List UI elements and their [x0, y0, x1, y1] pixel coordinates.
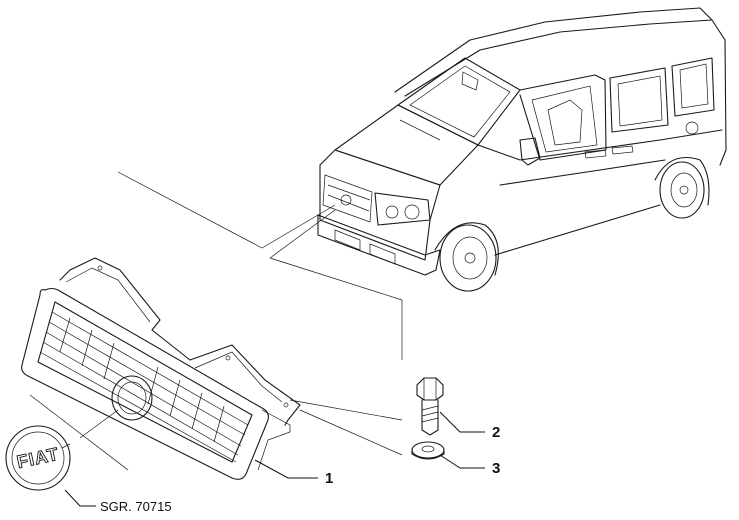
callout-3: 3 — [439, 454, 500, 477]
projection-lines — [117, 171, 403, 360]
washer-part — [411, 441, 445, 460]
washer-connector-line — [299, 409, 403, 456]
emblem-guide-line — [29, 394, 129, 471]
fiat-emblem-text: FIAT — [15, 444, 61, 472]
callout-number: 3 — [492, 460, 500, 477]
van-illustration — [317, 7, 727, 292]
bolt-connector-line — [289, 399, 403, 421]
reference-code: SGR. 70715 — [100, 499, 172, 514]
emblem-leader-line — [79, 409, 119, 439]
front-grille-part — [21, 257, 301, 480]
reference-label: SGR. 70715 — [64, 489, 172, 514]
callout-number: 1 — [325, 470, 333, 487]
bolt-part — [416, 377, 444, 436]
callout-2: 2 — [439, 411, 500, 441]
fiat-emblem: FIAT — [5, 425, 71, 491]
callout-1: 1 — [254, 459, 333, 487]
callout-number: 2 — [492, 424, 500, 441]
